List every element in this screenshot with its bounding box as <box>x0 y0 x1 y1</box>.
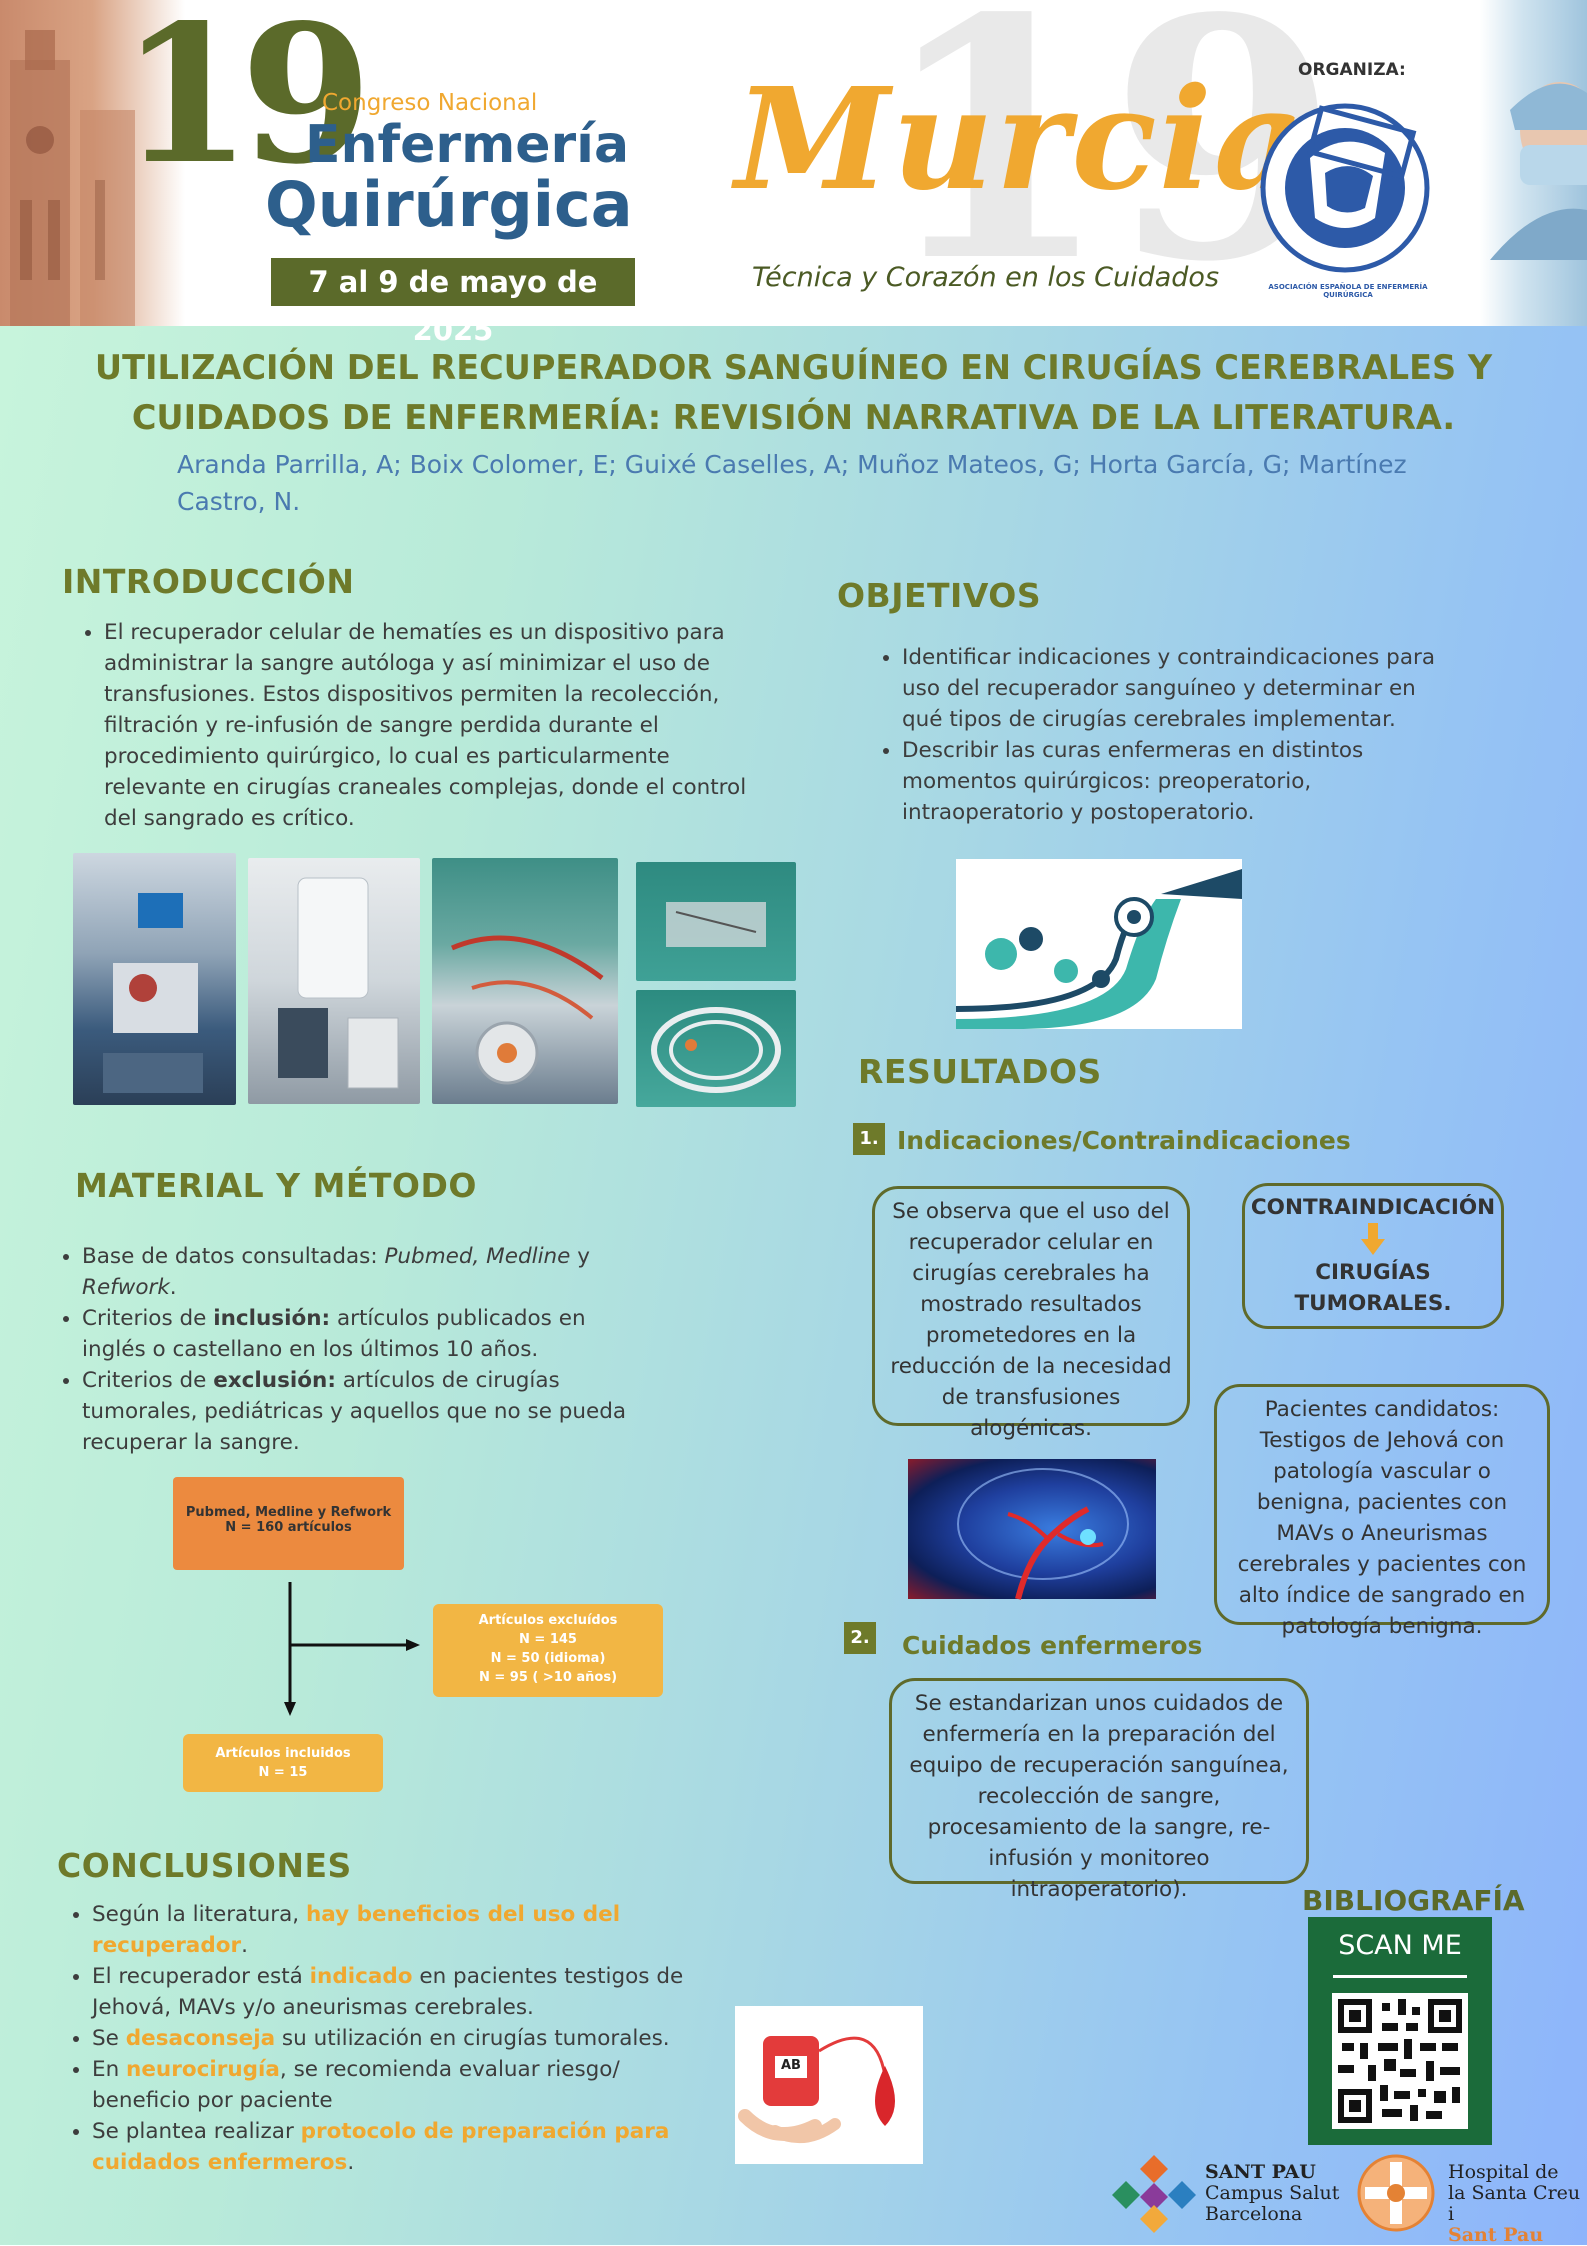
photo-machine-detail <box>103 893 203 1093</box>
results-heading: RESULTADOS <box>858 1052 1102 1091</box>
blood-type-label: AB <box>781 2058 801 2073</box>
brain-image <box>908 1459 1156 1599</box>
intro-bullet: El recuperador celular de hematíes es un… <box>104 617 752 834</box>
congress-title-1: Enfermería <box>305 115 630 175</box>
poster-title-line2: CUIDADOS DE ENFERMERÍA: REVISIÓN NARRATI… <box>131 398 1456 437</box>
sant-pau-campus-name: SANT PAU Campus Salut Barcelona <box>1205 2161 1340 2225</box>
care-box: Se estandarizan unos cuidados de enferme… <box>889 1678 1309 1902</box>
method-bullet-databases: Base de datos consultadas: Pubmed, Medli… <box>82 1241 650 1303</box>
edition-number: 19 <box>120 0 372 206</box>
results-section-1-title: Indicaciones/Contraindicaciones <box>897 1126 1351 1155</box>
conclusion-item: El recuperador está indicado en paciente… <box>92 1961 720 2023</box>
slogan: Técnica y Corazón en los Cuidados <box>752 262 1220 293</box>
scan-me-label: SCAN ME <box>1338 1930 1462 1961</box>
conclusion-item: Se desaconseja su utilización en cirugía… <box>92 2023 720 2054</box>
sant-pau-campus-logo-icon <box>1112 2155 1196 2233</box>
objective-item: Describir las curas enfermeras en distin… <box>902 735 1440 828</box>
photo-tubing-detail <box>651 1007 781 1093</box>
contraindication-box: CONTRAINDICACIÓN CIRUGÍAS TUMORALES. <box>1242 1183 1504 1329</box>
conclusion-item: En neurocirugía, se recomienda evaluar r… <box>92 2054 720 2116</box>
arrow-down-icon <box>1361 1223 1385 1255</box>
brain-vessels-icon <box>957 1468 1129 1600</box>
congress-title-2: Quirúrgica <box>265 168 633 241</box>
flow-source-box: Pubmed, Medline y Refwork N = 160 artícu… <box>173 1477 404 1570</box>
city-name: Murcia <box>735 58 1307 222</box>
contraindication-title: CONTRAINDICACIÓN <box>1250 1195 1496 1220</box>
results-section-2-number: 2. <box>844 1622 876 1654</box>
photo-bags-detail <box>278 877 399 1089</box>
results-finding-box: Se observa que el uso del recuperador ce… <box>872 1186 1190 1441</box>
conclusion-item: Según la literatura, hay beneficios del … <box>92 1899 720 1961</box>
intro-body: El recuperador celular de hematíes es un… <box>72 617 752 834</box>
cathedral-facade-icon <box>10 30 135 326</box>
header-banner: 19 Congreso Nacional Enfermería Quirúrgi… <box>0 0 1587 347</box>
date-badge <box>271 258 635 306</box>
conclusions-heading: CONCLUSIONES <box>57 1846 352 1885</box>
bibliography-heading: BIBLIOGRAFÍA <box>1302 1884 1525 1917</box>
blood-bag-icon <box>738 2036 895 2144</box>
congress-label: Congreso Nacional <box>322 90 538 116</box>
candidates-box: Pacientes candidatos: Testigos de Jehová… <box>1214 1384 1550 1639</box>
conclusion-item: Se plantea realizar protocolo de prepara… <box>92 2116 720 2178</box>
intro-heading: INTRODUCCIÓN <box>62 562 355 601</box>
flow-included-box: Artículos incluidos N = 15 <box>183 1734 383 1792</box>
method-heading: MATERIAL Y MÉTODO <box>75 1166 477 1205</box>
objectives-body: Identificar indicaciones y contraindicac… <box>870 642 1440 828</box>
results-section-2-title: Cuidados enfermeros <box>902 1631 1203 1660</box>
association-logo-icon <box>1260 103 1430 273</box>
target-path-icon <box>955 869 1242 1029</box>
surgeon-figure-icon <box>1490 82 1587 260</box>
objective-item: Identificar indicaciones y contraindicac… <box>902 642 1440 735</box>
organiza-label: ORGANIZA: <box>1298 60 1406 80</box>
scan-divider <box>1333 1975 1467 1978</box>
hospital-sant-pau-logo-icon <box>1357 2154 1435 2232</box>
poster-authors: Aranda Parrilla, A; Boix Colomer, E; Gui… <box>177 450 1407 516</box>
flow-excluded-box: Artículos excluídos N = 145 N = 50 (idio… <box>433 1604 663 1697</box>
association-name: ASOCIACIÓN ESPAÑOLA DE ENFERMERÍA QUIRÚR… <box>1268 283 1428 299</box>
method-bullet-inclusion: Criterios de inclusión: artículos public… <box>82 1303 650 1365</box>
watermark-number: 19 <box>880 0 1340 334</box>
contraindication-value-1: CIRUGÍAS <box>1315 1260 1431 1285</box>
contraindication-value-2: TUMORALES. <box>1294 1291 1452 1316</box>
photo-instruments-detail <box>666 902 766 947</box>
results-section-1-number: 1. <box>853 1123 885 1155</box>
method-body: Base de datos consultadas: Pubmed, Medli… <box>50 1241 650 1458</box>
photo-setup-detail <box>451 935 604 1085</box>
hospital-name: Hospital de la Santa Creu i Sant Pau <box>1448 2161 1581 2246</box>
flow-arrows <box>284 1582 420 1716</box>
method-bullet-exclusion: Criterios de exclusión: artículos de cir… <box>82 1365 650 1458</box>
qr-code-icon[interactable] <box>1338 1999 1462 2123</box>
conclusions-body: Según la literatura, hay beneficios del … <box>60 1899 720 2178</box>
objectives-heading: OBJETIVOS <box>837 576 1042 615</box>
date-text: 7 al 9 de mayo de 2025 <box>308 265 598 347</box>
poster-title-line1: UTILIZACIÓN DEL RECUPERADOR SANGUÍNEO EN… <box>94 348 1493 387</box>
